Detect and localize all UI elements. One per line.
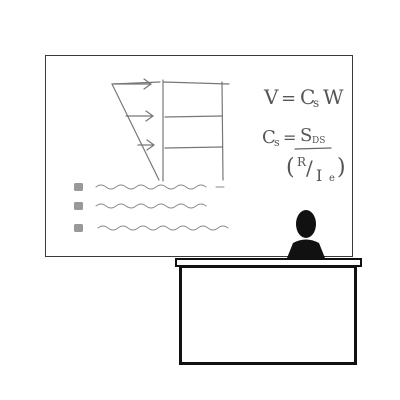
- podium-body: [179, 266, 357, 365]
- bullet-list: [74, 183, 229, 232]
- formula-2-equals: =: [283, 128, 296, 147]
- formula-2-den-i: I: [316, 166, 322, 185]
- right-arrow-icon: [125, 110, 155, 122]
- formula-coefficient: C s = S DS ( R / I e ): [262, 125, 346, 185]
- right-arrow-icon: [137, 139, 156, 151]
- formula-1-equals: =: [281, 88, 296, 109]
- fraction-bar: [294, 147, 332, 150]
- formula-2-den-r: R: [297, 155, 307, 169]
- bullet-square-icon: [74, 183, 83, 191]
- bullet-text-squiggle: [97, 225, 229, 231]
- frame-roof: [162, 81, 230, 85]
- person-silhouette-icon: [287, 210, 325, 258]
- presenter-body: [287, 239, 325, 258]
- building-frame: [162, 79, 230, 182]
- load-diagram: [111, 78, 161, 181]
- formula-1-coefficient-sub: s: [313, 96, 319, 110]
- formula-2-den-close: ): [337, 155, 346, 180]
- frame-floor-1: [164, 115, 223, 118]
- load-triangle-slope: [111, 83, 160, 181]
- formula-1-lhs: V: [263, 85, 279, 109]
- presenter-head: [296, 210, 316, 238]
- frame-floor-2: [164, 146, 223, 149]
- formula-2-numerator: S: [300, 125, 312, 146]
- right-arrow-icon: [113, 78, 153, 90]
- formula-2-den-slash: /: [306, 156, 313, 180]
- frame-right-column: [221, 81, 224, 181]
- bullet-square-icon: [74, 224, 83, 232]
- formula-2-lhs-sub: s: [274, 136, 280, 149]
- bullet-text-squiggle: [95, 184, 225, 190]
- formula-1-coefficient: C: [300, 85, 315, 109]
- bullet-square-icon: [74, 202, 83, 210]
- formula-base-shear: V = C s W: [263, 85, 344, 110]
- formula-2-lhs: C: [262, 127, 276, 148]
- bullet-text-squiggle: [95, 203, 207, 209]
- formula-2-den-open: (: [286, 155, 295, 180]
- formula-2-numerator-sub: DS: [312, 136, 325, 146]
- formula-2-den-i-sub: e: [329, 173, 335, 184]
- formula-1-weight: W: [323, 85, 344, 109]
